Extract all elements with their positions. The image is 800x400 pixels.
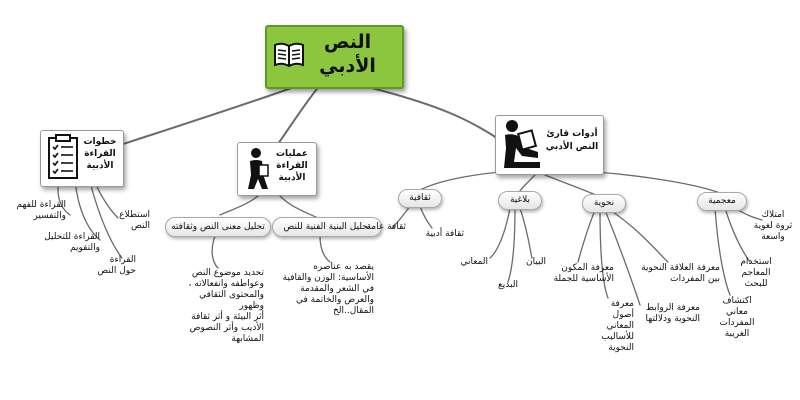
connector-rhetorical-1	[489, 207, 511, 259]
connector-meaning-detail	[211, 235, 219, 269]
connector-grammar-1	[577, 209, 596, 263]
connector-lexical-1	[714, 207, 731, 296]
reading-steps-item: القراءة حول النص	[97, 255, 136, 276]
lexical-item: امتلاك ثروة لغوية واسعة	[753, 210, 793, 242]
grammar-item: معرفة العلاقة النحوية بين المفردات	[641, 263, 720, 284]
connector-grammar-3	[604, 209, 641, 306]
connector-steps-4	[89, 181, 123, 259]
grammar-item: معرفة الروابط النحوية ودلالتها	[645, 303, 700, 324]
connector-rhetorical-3	[519, 207, 533, 259]
lexical-item: استخدام المعاجم للبحث	[740, 257, 772, 289]
open-book-icon	[274, 42, 304, 68]
branch-meaning-culture[interactable]: تحليل معنى النص وثقافته	[165, 217, 271, 237]
category-lexical[interactable]: معجمية	[697, 192, 747, 211]
central-topic-title: النص الأدبي	[319, 31, 376, 77]
connector-cultural-1	[419, 205, 433, 229]
connector-rhetorical-2	[507, 207, 516, 283]
connector-structure-detail	[319, 235, 331, 263]
connector-cultural-2	[391, 205, 411, 229]
cultural-item: ثقافة عامة	[366, 222, 406, 232]
connector-grammar-2	[599, 209, 609, 299]
rhetorical-item: البيان	[525, 257, 546, 267]
reader-tools-title: أدوات قارئ النص الأدبي	[545, 129, 599, 152]
reading-steps-title: خطوات القراءة الأدبية	[83, 137, 117, 171]
category-rhetorical[interactable]: بلاغية	[498, 191, 542, 210]
connector-central-steps	[104, 84, 301, 151]
grammar-item: معرفة المكون الأساسية للجملة	[553, 263, 614, 284]
lexical-item: اكتشاف معاني المفردات الغريبة	[719, 296, 755, 339]
connector-central-processes	[274, 84, 321, 149]
connector-grammar-4	[609, 209, 669, 263]
reading-processes-title: عمليات القراءة الأدبية	[276, 149, 308, 183]
connector-steps-2	[74, 179, 101, 241]
category-cultural[interactable]: ثقافية	[398, 189, 442, 208]
person-reading-book-icon	[504, 120, 540, 168]
reading-steps-item: القراءة للفهم والتفسير	[16, 200, 66, 221]
reading-steps-item: القراءة للتحليل والتقويم	[44, 232, 100, 253]
person-reading-icon	[248, 148, 269, 189]
connector-lexical-2	[724, 207, 751, 263]
connector-central-tools	[359, 84, 501, 141]
rhetorical-item: المعاني	[460, 257, 488, 267]
artistic-structure-detail: يقصد به عناصره الأساسية: الوزن والقافية …	[282, 262, 374, 316]
grammar-item: معرفة أصول المعاني للأساليب النحوية	[601, 299, 634, 353]
rhetorical-item: البديع	[498, 280, 518, 290]
category-grammar[interactable]: نحوية	[582, 194, 626, 213]
meaning-culture-detail: تحديد موضوع النص وعواطفه وانفعالاته ، وا…	[188, 268, 265, 344]
checklist-clipboard-icon	[48, 134, 78, 179]
cultural-item: ثقافة أدبية	[425, 229, 464, 239]
branch-artistic-structure[interactable]: تحليل البنية الفنية للنص	[272, 217, 382, 237]
reading-steps-item: استطلاع النص	[119, 210, 150, 231]
